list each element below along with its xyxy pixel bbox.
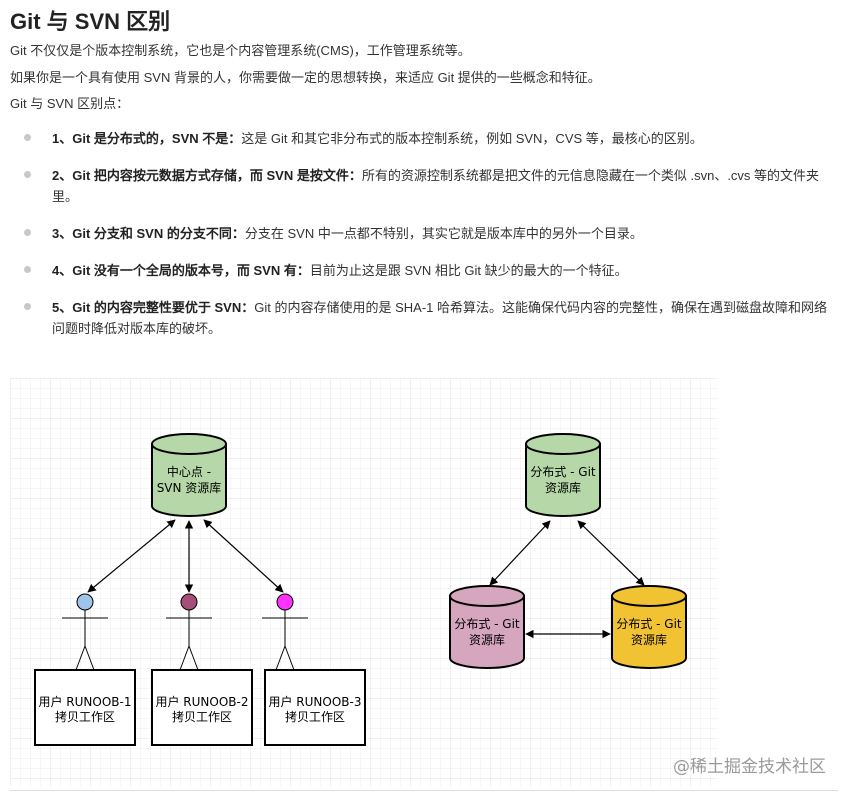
divider — [10, 790, 838, 791]
git-repository-cylinder-top: 分布式 - Git 资源库 — [525, 433, 601, 517]
list-item: 3、Git 分支和 SVN 的分支不同：分支在 SVN 中一点都不特别，其实它就… — [0, 223, 848, 244]
bullet-icon — [24, 303, 31, 310]
user-box-3: 用户 RUNOOB-3 拷贝工作区 — [264, 669, 366, 746]
bullet-icon — [24, 171, 31, 178]
git-repository-label-line2: 资源库 — [545, 480, 581, 495]
difference-heading: 1、Git 是分布式的，SVN 不是： — [52, 131, 242, 146]
list-item: 1、Git 是分布式的，SVN 不是：这是 Git 和其它非分布式的版本控制系统… — [0, 128, 848, 149]
svn-repository-cylinder: 中心点 - SVN 资源库 — [151, 433, 227, 517]
list-item: 4、Git 没有一个全局的版本号，而 SVN 有：目前为止这是跟 SVN 相比 … — [0, 260, 848, 281]
git-svn-diagram: 中心点 - SVN 资源库 用户 RUNOOB-1 拷贝工作区 用户 RUNOO… — [10, 378, 718, 786]
intro-paragraph-1: Git 不仅仅是个版本控制系统，它也是个内容管理系统(CMS)，工作管理系统等。 — [10, 43, 471, 58]
user-figure-3 — [262, 593, 308, 671]
list-item: 2、Git 把内容按元数据方式存储，而 SVN 是按文件：所有的资源控制系统都是… — [0, 165, 848, 207]
user-label-line1: 用户 RUNOOB-3 — [268, 694, 361, 709]
user-box-2: 用户 RUNOOB-2 拷贝工作区 — [151, 669, 253, 746]
intro-paragraph-3: Git 与 SVN 区别点： — [10, 96, 130, 111]
git-repository-label-line1: 分布式 - Git — [530, 465, 596, 479]
user-label-line1: 用户 RUNOOB-1 — [38, 694, 131, 709]
sync-arrow — [203, 519, 284, 593]
difference-text: 分支在 SVN 中一点都不特别，其实它就是版本库中的另外一个目录。 — [244, 226, 643, 241]
difference-text: 目前为止这是跟 SVN 相比 Git 缺少的最大的一个特征。 — [309, 263, 628, 278]
sync-arrow — [87, 519, 176, 593]
list-item: 5、Git 的内容完整性要优于 SVN：Git 的内容存储使用的是 SHA-1 … — [0, 297, 848, 339]
user-figure-1 — [62, 593, 108, 671]
user-figure-2 — [166, 593, 212, 671]
git-repository-label-line1: 分布式 - Git — [616, 617, 682, 631]
sync-arrow — [577, 520, 645, 586]
bullet-icon — [24, 229, 31, 236]
git-repository-label-line2: 资源库 — [631, 632, 667, 647]
user-label-line1: 用户 RUNOOB-2 — [155, 694, 248, 709]
svn-repository-label-line1: 中心点 - — [167, 464, 211, 479]
git-repository-label-line1: 分布式 - Git — [454, 617, 520, 631]
sync-arrow — [489, 520, 551, 586]
bullet-icon — [24, 266, 31, 273]
user-label-line2: 拷贝工作区 — [285, 709, 345, 724]
difference-list: 1、Git 是分布式的，SVN 不是：这是 Git 和其它非分布式的版本控制系统… — [0, 128, 848, 339]
git-repository-cylinder-left: 分布式 - Git 资源库 — [449, 585, 525, 669]
difference-text: Git 的内容存储使用的是 SHA-1 哈希算法。这能确保代码内容的完整性，确保… — [52, 300, 827, 336]
git-repository-label-line2: 资源库 — [469, 632, 505, 647]
user-box-1: 用户 RUNOOB-1 拷贝工作区 — [34, 669, 136, 746]
intro-paragraph-2: 如果你是一个具有使用 SVN 背景的人，你需要做一定的思想转换，来适应 Git … — [10, 70, 601, 85]
difference-heading: 3、Git 分支和 SVN 的分支不同： — [52, 226, 245, 241]
difference-heading: 2、Git 把内容按元数据方式存储，而 SVN 是按文件： — [52, 168, 362, 183]
svn-repository-label-line2: SVN 资源库 — [157, 480, 222, 495]
git-repository-cylinder-right: 分布式 - Git 资源库 — [611, 585, 687, 669]
user-label-line2: 拷贝工作区 — [172, 709, 232, 724]
difference-text: 这是 Git 和其它非分布式的版本控制系统，例如 SVN，CVS 等，最核心的区… — [241, 131, 703, 146]
difference-heading: 5、Git 的内容完整性要优于 SVN： — [52, 300, 255, 315]
watermark: @稀土掘金技术社区 — [673, 757, 826, 777]
difference-text: 所有的资源控制系统都是把文件的元信息隐藏在一个类似 .svn、.cvs 等的文件… — [52, 168, 820, 204]
bullet-icon — [24, 134, 31, 141]
difference-heading: 4、Git 没有一个全局的版本号，而 SVN 有： — [52, 263, 310, 278]
page-title: Git 与 SVN 区别 — [10, 9, 171, 34]
user-label-line2: 拷贝工作区 — [55, 709, 115, 724]
